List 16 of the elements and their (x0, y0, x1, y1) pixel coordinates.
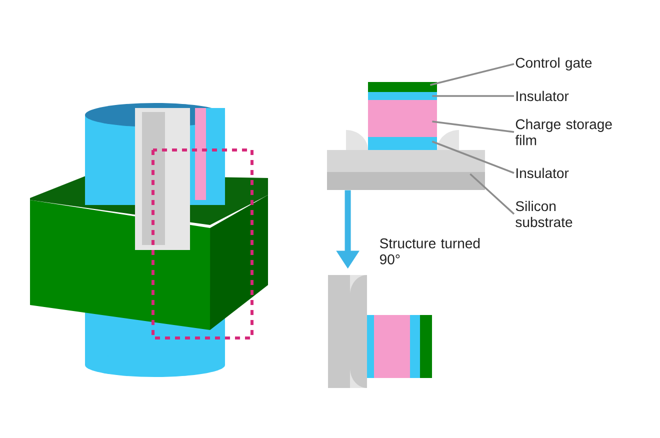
edge-label: Structure turned 90° (380, 238, 480, 264)
layer-label: Silicon substrate (516, 200, 572, 228)
leader-line (432, 120, 514, 133)
leader-line (432, 95, 514, 97)
layer-label: Insulator (516, 168, 569, 178)
leader-line (432, 140, 514, 174)
insulator-layer (368, 137, 437, 150)
substrate-block (327, 130, 485, 190)
leader-line (470, 173, 515, 215)
layer-label: Control gate (516, 57, 592, 71)
gate-layer (368, 82, 437, 92)
leader-line (430, 63, 514, 86)
storage-layer (368, 100, 437, 137)
turned-structure-drawing (328, 275, 432, 388)
layer-label: Charge storage film (515, 118, 612, 146)
layer-label: Insulator (516, 90, 569, 102)
